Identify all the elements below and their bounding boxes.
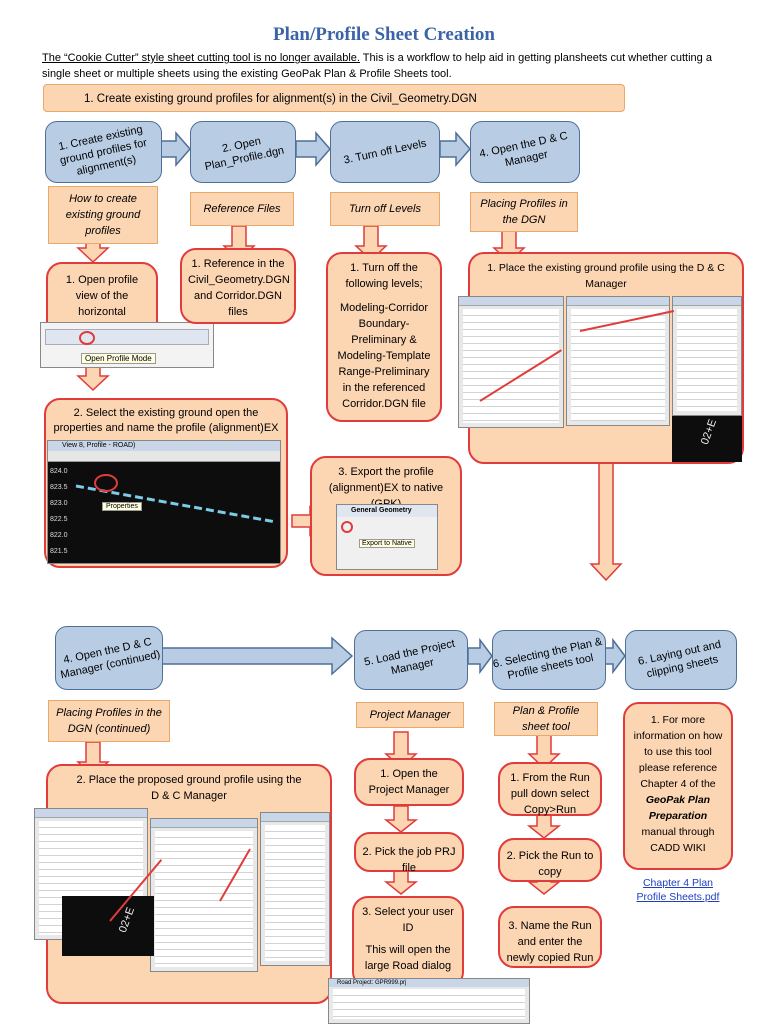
toolbar-title: General Geometry bbox=[337, 505, 437, 517]
box-reference-files: 1. Reference in the Civil_Geometry.DGN a… bbox=[180, 248, 296, 324]
step-turn-off-levels: 3. Turn off Levels bbox=[330, 121, 440, 183]
header-project-manager: Project Manager bbox=[356, 702, 464, 728]
header-plan-profile-tool: Plan & Profile sheet tool bbox=[494, 702, 598, 736]
properties-tooltip: Properties bbox=[102, 502, 142, 511]
info-manual-name: GeoPak Plan Preparation bbox=[645, 794, 711, 822]
intro-rest: This is a workflow to help aid in gettin… bbox=[42, 52, 712, 80]
intro-lead: The “Cookie Cutter” style sheet cutting … bbox=[42, 52, 360, 64]
place-proposed-text: 2. Place the proposed ground profile usi… bbox=[76, 774, 302, 802]
dgn-view-existing: 02+E bbox=[672, 416, 742, 462]
step-load-project-manager: 5. Load the Project Manager bbox=[354, 630, 468, 690]
dc-manager-screenshot bbox=[458, 296, 564, 428]
info-text-after: manual through CADD WIKI bbox=[641, 826, 715, 854]
road-project-dialog: Road Project: GPR999.prj bbox=[328, 978, 530, 1024]
step-create-profiles: 1. Create existing ground profiles for a… bbox=[45, 121, 162, 183]
export-tooltip: Export to Native bbox=[359, 539, 415, 548]
box-select-user-id: 3. Select your user ID This will open th… bbox=[352, 896, 464, 988]
chapter4-link[interactable]: Chapter 4 Plan Profile Sheets.pdf bbox=[636, 877, 720, 903]
profile-view-title: View 8, Profile - ROAD) bbox=[48, 441, 280, 451]
step-select-sheets-tool: 6. Selecting the Plan & Profile sheets t… bbox=[492, 630, 606, 690]
intro-text: The “Cookie Cutter” style sheet cutting … bbox=[42, 50, 732, 82]
box-name-run: 3. Name the Run and enter the newly copi… bbox=[498, 906, 602, 968]
select-highlight bbox=[94, 474, 118, 492]
step-open-plan-profile: 2. Open Plan_Profile.dgn bbox=[190, 121, 296, 183]
existing-ground-line bbox=[75, 484, 277, 524]
header-placing-profiles: Placing Profiles in the DGN bbox=[470, 192, 578, 232]
open-profile-mode-icon[interactable] bbox=[79, 331, 95, 345]
box-turn-off-levels: 1. Turn off the following levels; Modeli… bbox=[326, 252, 442, 422]
header-placing-profiles-continued: Placing Profiles in the DGN (continued) bbox=[48, 700, 170, 742]
box-pick-prj: 2. Pick the job PRJ file bbox=[354, 832, 464, 874]
box-copy-run: 1. From the Run pull down select Copy>Ru… bbox=[498, 762, 602, 816]
box-more-info: 1. For more information on how to use th… bbox=[623, 702, 733, 870]
header-how-to-create: How to create existing ground profiles bbox=[48, 186, 158, 244]
profile-view-toolbar bbox=[48, 451, 280, 462]
box-pick-run: 2. Pick the Run to copy bbox=[498, 838, 602, 882]
header-turn-off-levels: Turn off Levels bbox=[330, 192, 440, 226]
place-existing-text: 1. Place the existing ground profile usi… bbox=[487, 262, 725, 290]
turn-off-body: Modeling-Corridor Boundary-Preliminary &… bbox=[337, 302, 431, 410]
profile-proposed-properties-screenshot bbox=[260, 812, 330, 966]
export-icon[interactable] bbox=[341, 521, 353, 533]
general-geometry-toolbar: General Geometry Export to Native bbox=[336, 504, 438, 570]
step-dc-manager-continued: 4. Open the D & C Manager (continued) bbox=[55, 626, 163, 690]
step-laying-out-sheets: 6. Laying out and clipping sheets bbox=[625, 630, 737, 690]
toolbar-strip bbox=[45, 329, 209, 345]
profile-properties-screenshot bbox=[672, 296, 742, 416]
header-reference-files: Reference Files bbox=[190, 192, 294, 226]
open-profile-tooltip: Open Profile Mode bbox=[81, 353, 156, 364]
existing-station-label: 02+E bbox=[698, 417, 720, 447]
box-open-project-manager: 1. Open the Project Manager bbox=[354, 758, 464, 806]
step-open-dc-manager: 4. Open the D & C Manager bbox=[470, 121, 580, 183]
road-dialog-note: This will open the large Road dialog bbox=[364, 944, 452, 972]
plan-profile-proposed-screenshot bbox=[150, 818, 258, 972]
page-title: Plan/Profile Sheet Creation bbox=[273, 24, 495, 45]
step-banner: 1. Create existing ground profiles for a… bbox=[43, 84, 625, 112]
select-ground-text: 2. Select the existing ground open the p… bbox=[53, 407, 279, 434]
road-dialog-title: Road Project: GPR999.prj bbox=[329, 979, 529, 987]
dgn-view-proposed: 02+E bbox=[62, 896, 154, 956]
info-text-before: 1. For more information on how to use th… bbox=[633, 714, 723, 790]
select-user-id-text: 3. Select your user ID bbox=[362, 906, 454, 934]
turn-off-title: 1. Turn off the following levels; bbox=[345, 262, 423, 290]
profile-toolbar-screenshot: Open Profile Mode bbox=[40, 322, 214, 368]
